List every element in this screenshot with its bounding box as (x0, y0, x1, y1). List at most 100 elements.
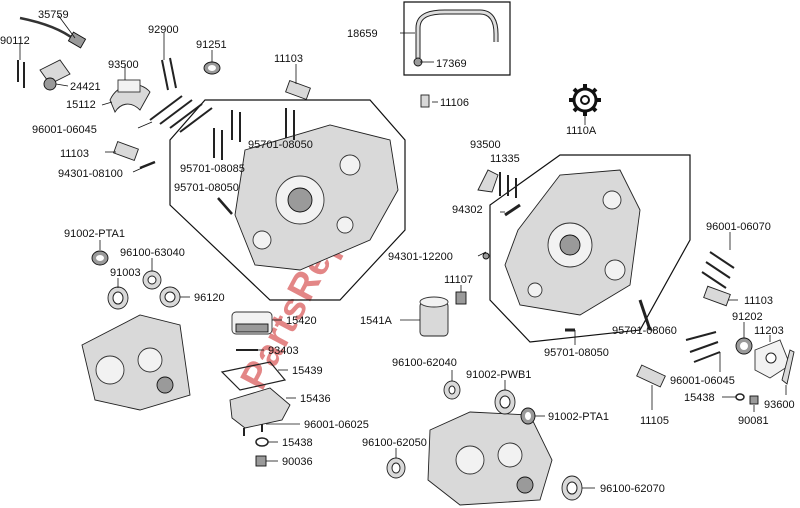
pipe-inset-frame (403, 1, 511, 76)
label-95701-08060: 95701-08060 (612, 325, 677, 337)
label-93500-left: 93500 (108, 59, 139, 71)
dowel-11103-right (703, 285, 731, 307)
bearing-96100-62070 (561, 475, 583, 501)
label-91002-pwb1: 91002-PWB1 (466, 369, 531, 381)
label-96100-62040: 96100-62040 (392, 357, 457, 369)
clip-93600 (781, 349, 795, 385)
shaft-11105 (636, 364, 666, 388)
dowel-11103-top (285, 80, 311, 100)
label-11105: 11105 (640, 415, 669, 427)
seal-91002-pta1-left (91, 250, 109, 266)
label-1541A: 1541A (360, 315, 392, 327)
cable-sensor-35759 (19, 16, 87, 91)
label-15112: 15112 (66, 99, 96, 111)
label-11106: 11106 (440, 97, 469, 109)
label-15439: 15439 (292, 365, 323, 377)
breather-pipe-18659 (415, 9, 499, 58)
bearing-91002-pwb1 (494, 389, 516, 415)
label-11103-top: 11103 (274, 53, 303, 65)
bolt-94301-08100 (139, 160, 156, 170)
cover-11203 (754, 339, 791, 379)
bearing-96100-62040 (443, 380, 461, 400)
gear-symbol-icon (569, 84, 601, 116)
label-1110A: 1110A (566, 125, 597, 137)
right-crankcase-half (504, 169, 641, 316)
label-15420: 15420 (286, 315, 317, 327)
label-95701-08050-right: 95701-08050 (544, 347, 609, 359)
drain-plug-90036 (255, 455, 267, 467)
label-95701-08050-lower: 95701-08050 (174, 182, 239, 194)
bolts-96001-06025 (243, 424, 263, 436)
label-90112: 90112 (0, 35, 30, 47)
label-18659: 18659 (347, 28, 378, 40)
label-17369: 17369 (436, 58, 467, 70)
oring-15438-lower (255, 437, 269, 447)
bolt-94301-12200 (482, 252, 490, 260)
oring-15438-right (735, 393, 745, 401)
seal-91002-pta1-right (520, 407, 536, 425)
bracket-93500-right (477, 169, 499, 193)
label-11203: 11203 (754, 325, 784, 337)
label-90081: 90081 (738, 415, 769, 427)
label-93600: 93600 (764, 399, 795, 411)
part-labels: 35759 90112 92900 91251 93500 24421 1511… (0, 9, 795, 495)
label-90036: 90036 (282, 456, 313, 468)
plate-93500 (117, 79, 141, 93)
seal-91202 (735, 337, 753, 355)
label-15438-right: 15438 (684, 392, 715, 404)
label-96001-06045-left: 96001-06045 (32, 124, 97, 136)
bearing-96120 (159, 286, 181, 308)
label-96100-63040: 96100-63040 (120, 247, 185, 259)
label-92900: 92900 (148, 24, 179, 36)
bolt-95701-08050-lower (217, 197, 233, 215)
bearing-96100-62050 (386, 457, 406, 479)
plug-11106 (420, 94, 430, 108)
label-35759: 35759 (38, 9, 69, 21)
label-15436: 15436 (300, 393, 331, 405)
label-15438-lower: 15438 (282, 437, 313, 449)
fitting-11107 (455, 291, 467, 305)
left-crankcase-group-frame (169, 99, 406, 301)
right-crankcase-group-frame (489, 154, 691, 343)
bearing-96100-63040 (142, 270, 162, 290)
label-94302: 94302 (452, 204, 483, 216)
bolt-95701-08060 (638, 299, 652, 331)
label-96001-06070: 96001-06070 (706, 221, 771, 233)
pipe-94302 (504, 203, 521, 217)
label-96100-62050: 96100-62050 (362, 437, 427, 449)
bolts-96001-06045 (149, 95, 213, 133)
bolts-95701-08085 (213, 128, 223, 160)
oil-seal-91251 (203, 61, 221, 75)
label-96001-06025: 96001-06025 (304, 419, 369, 431)
gasket-15439 (220, 361, 287, 391)
label-93403: 93403 (268, 345, 299, 357)
left-gearbox-housing (81, 314, 191, 411)
label-11335: 11335 (490, 153, 520, 165)
label-91002-pta1-right: 91002-PTA1 (548, 411, 609, 423)
pins-11335 (499, 172, 517, 198)
label-91003: 91003 (110, 267, 141, 279)
strainer-15420 (231, 311, 273, 335)
label-94301-08100: 94301-08100 (58, 168, 123, 180)
bolts-96001-06045-right (685, 331, 721, 363)
label-11103-left: 11103 (60, 148, 89, 160)
label-96100-62070: 96100-62070 (600, 483, 665, 495)
pins-92900 (161, 57, 177, 91)
bearing-91003 (107, 286, 129, 310)
bolts-95701-08050-upper (231, 108, 295, 142)
label-95701-08050-upper: 95701-08050 (248, 139, 313, 151)
label-11107: 11107 (444, 274, 473, 286)
bolts-96001-06070 (701, 251, 735, 289)
bolts-90112 (17, 60, 25, 88)
label-93500-right: 93500 (470, 139, 501, 151)
label-11103-right: 11103 (744, 295, 773, 307)
left-crankcase-half (234, 124, 399, 271)
dowel-11103-left (113, 141, 139, 161)
label-91251: 91251 (196, 39, 227, 51)
label-91002-pta1-left: 91002-PTA1 (64, 228, 125, 240)
label-94301-12200: 94301-12200 (388, 251, 453, 263)
label-95701-08085: 95701-08085 (180, 163, 245, 175)
label-96001-06045-right: 96001-06045 (670, 375, 735, 387)
bolt-90081 (749, 395, 759, 405)
